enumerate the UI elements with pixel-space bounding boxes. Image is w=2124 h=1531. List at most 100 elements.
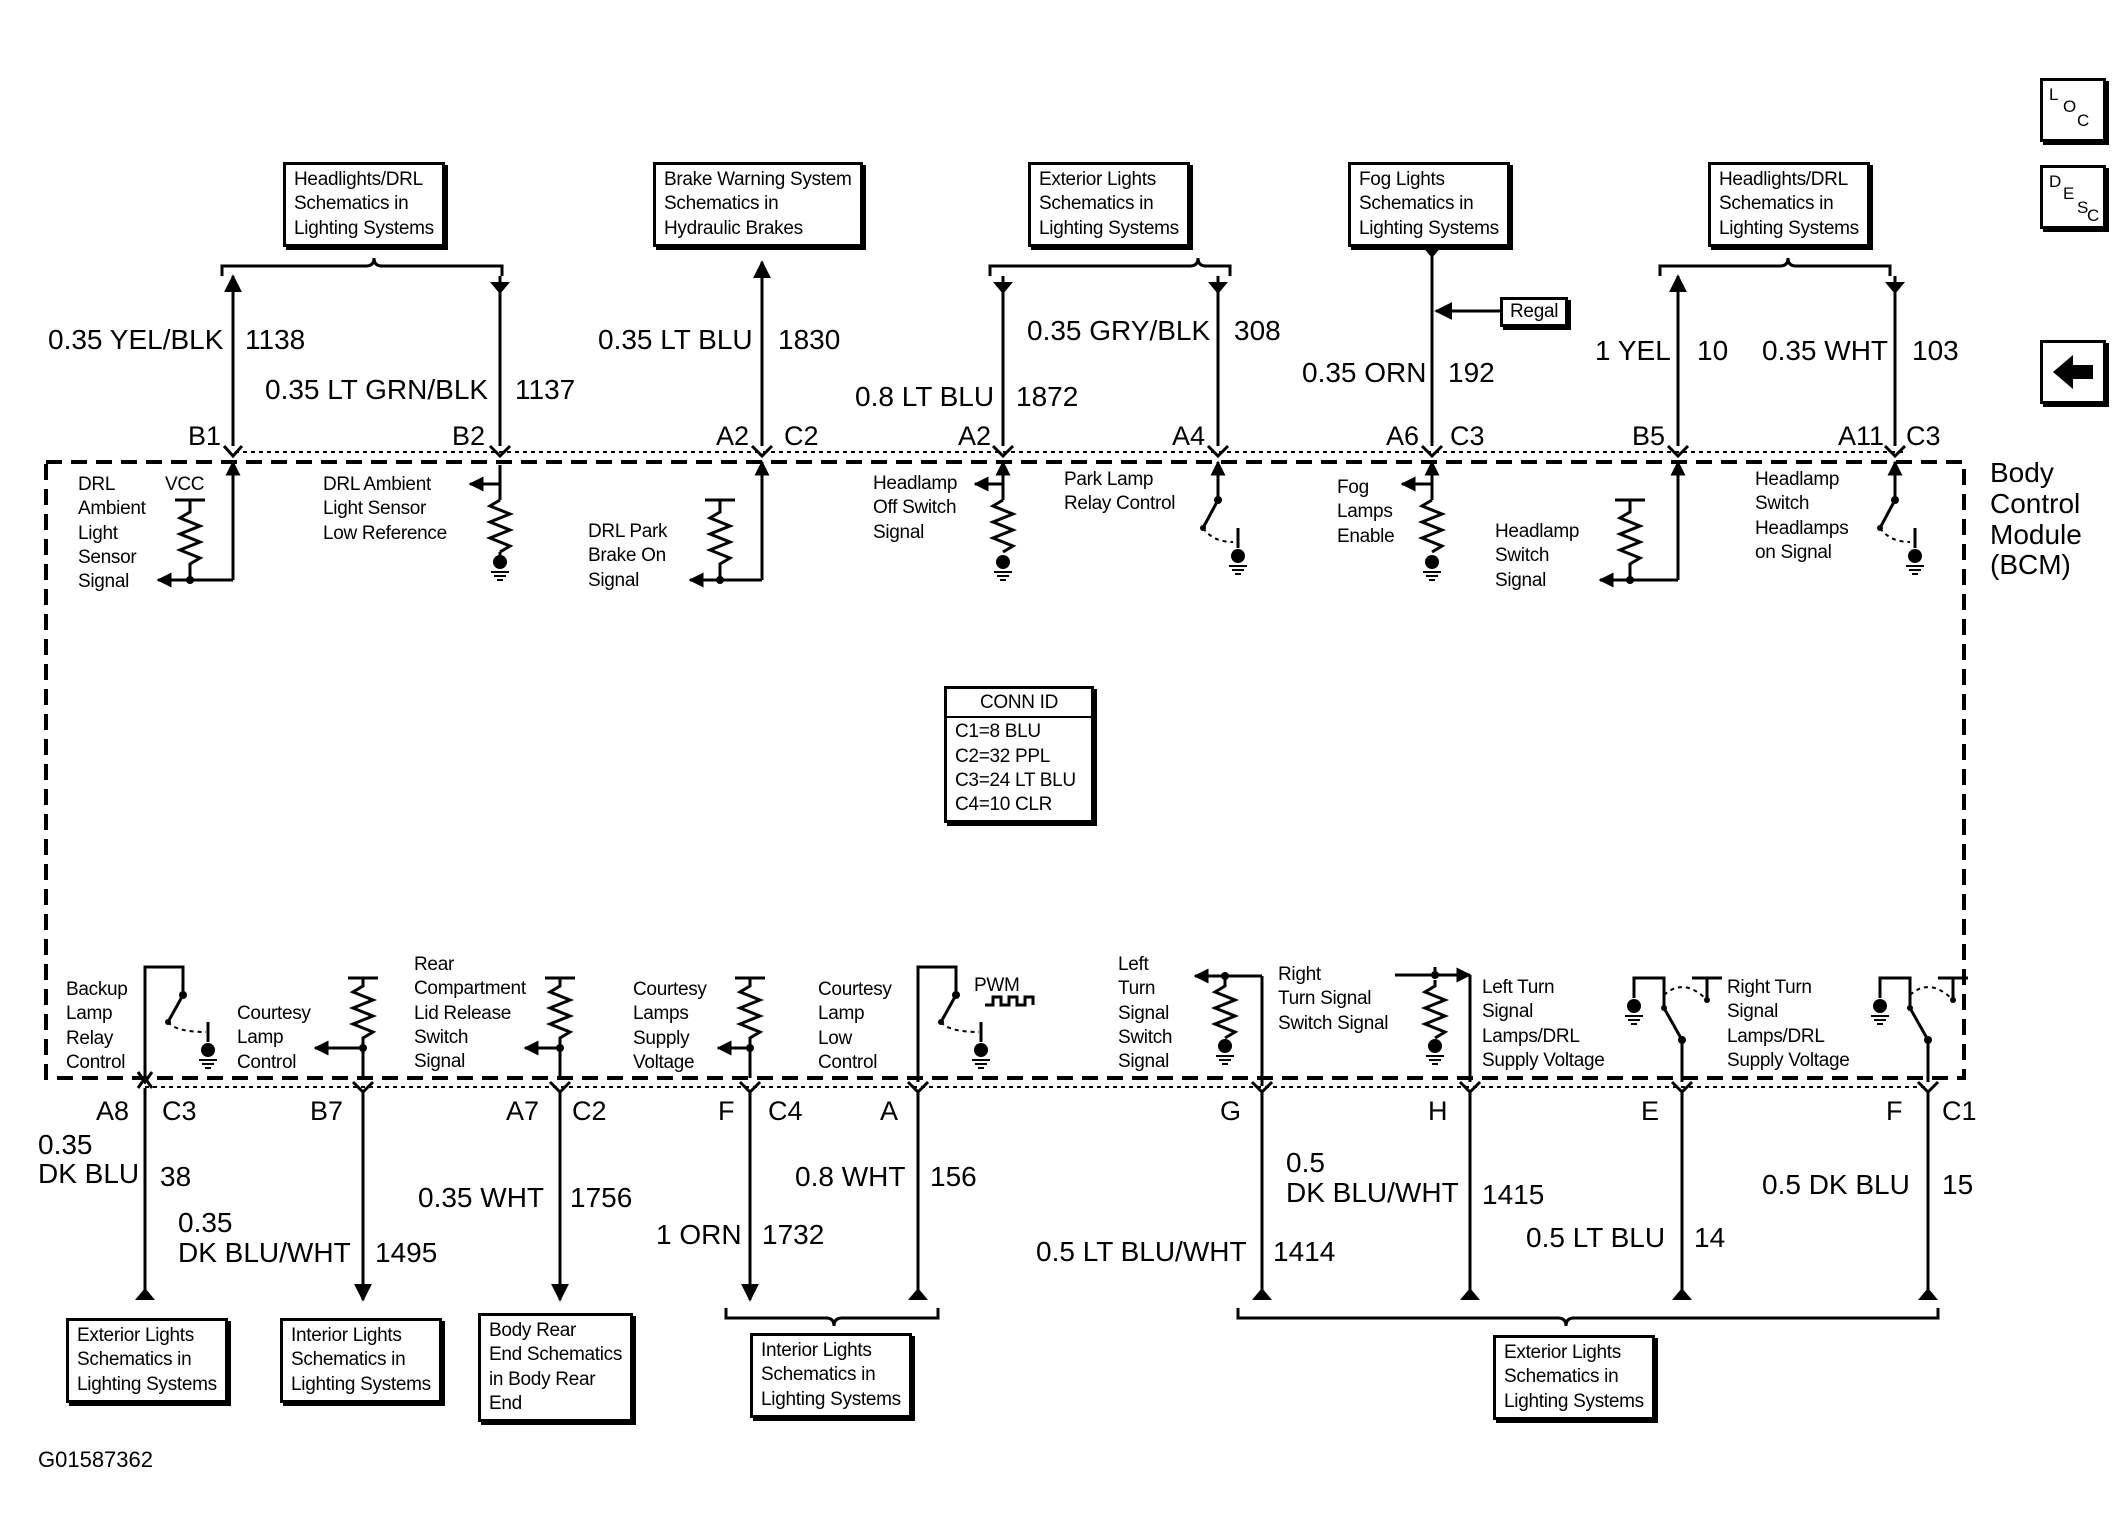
left-arrow-icon xyxy=(2053,355,2093,389)
conn-id-box: CONN ID C1=8 BLU C2=32 PPL C3=24 LT BLU … xyxy=(944,686,1094,823)
wire-label: 0.8 LT BLU xyxy=(855,381,995,412)
figure-id: G01587362 xyxy=(38,1447,153,1472)
desc-letter-e: E xyxy=(2063,184,2075,203)
wire-label: 0.5 LT BLU xyxy=(1526,1222,1666,1253)
pin-label: E xyxy=(1641,1096,1660,1126)
loc-letter-o: O xyxy=(2063,97,2077,116)
desc-letter-s: S xyxy=(2077,198,2089,217)
circuit-label-vcc: VCC xyxy=(165,474,205,495)
pin-label: C3 xyxy=(1906,421,1941,451)
wire-label: 0.35 WHT xyxy=(418,1182,545,1213)
wire-label: 0.35 GRY/BLK xyxy=(1027,315,1211,346)
wire-label: 0.8 WHT xyxy=(795,1161,906,1192)
wire-label: 0.5 LT BLU/WHT xyxy=(1036,1236,1247,1267)
pin-label: C2 xyxy=(784,421,819,451)
pin-label: H xyxy=(1428,1096,1448,1126)
wire-number: 192 xyxy=(1448,357,1495,388)
loc-letter-l: L xyxy=(2049,85,2059,104)
pin-label: A11 xyxy=(1838,421,1885,451)
wire-number: 1872 xyxy=(1016,381,1079,412)
wire-number: 1732 xyxy=(762,1219,825,1250)
pin-label: B1 xyxy=(188,421,222,451)
pin-label: A7 xyxy=(506,1096,540,1126)
wire-label: 0.35 ORN xyxy=(1302,357,1427,388)
pin-label: A2 xyxy=(958,421,992,451)
wire-number: 1414 xyxy=(1273,1236,1336,1267)
wire-number: 14 xyxy=(1694,1222,1726,1253)
wire-number: 1756 xyxy=(570,1182,633,1213)
pin-label: A8 xyxy=(96,1096,130,1126)
back-arrow-icon[interactable] xyxy=(2040,340,2106,404)
wire-label: 1 YEL xyxy=(1595,335,1671,366)
loc-icon[interactable]: L O C xyxy=(2040,78,2106,142)
pin-label: B5 xyxy=(1632,421,1666,451)
pin-label: C1 xyxy=(1942,1096,1977,1126)
wire-label: 1 ORN xyxy=(656,1219,742,1250)
wire-label: 0.35 WHT xyxy=(1762,335,1889,366)
conn-id-line: C4=10 CLR xyxy=(955,794,1053,816)
desc-letter-d: D xyxy=(2049,172,2062,191)
desc-icon[interactable]: D E S C xyxy=(2040,165,2106,229)
desc-letter-c: C xyxy=(2087,206,2100,225)
wire-label: 0.35 LT BLU xyxy=(598,324,753,355)
wire-number: 1415 xyxy=(1482,1179,1545,1210)
wire-number: 308 xyxy=(1234,315,1281,346)
pin-label: G xyxy=(1220,1096,1242,1126)
pin-label: A xyxy=(880,1096,899,1126)
pin-label: F xyxy=(1886,1096,1903,1126)
wire-number: 38 xyxy=(160,1161,192,1192)
wire-number: 1138 xyxy=(245,324,306,355)
pin-label: A4 xyxy=(1172,421,1206,451)
wire-number: 1137 xyxy=(515,374,576,405)
wire-number: 10 xyxy=(1697,335,1729,366)
pin-label: B7 xyxy=(310,1096,344,1126)
conn-id-title: CONN ID xyxy=(947,691,1091,719)
wire-label: 0.5 DK BLU xyxy=(1762,1169,1910,1200)
pin-label: C3 xyxy=(1450,421,1485,451)
conn-id-line: C3=24 LT BLU xyxy=(955,769,1076,791)
pwm-label: PWM xyxy=(974,975,1020,996)
wire-label: 0.35 LT GRN/BLK xyxy=(265,374,489,405)
wire-number: 1830 xyxy=(778,324,841,355)
wire-label: 0.35 YEL/BLK xyxy=(48,324,224,355)
pin-label: A6 xyxy=(1386,421,1420,451)
pin-label: C4 xyxy=(768,1096,803,1126)
regal-box: Regal xyxy=(1500,297,1569,328)
wire-number: 1495 xyxy=(375,1237,438,1268)
wire-number: 156 xyxy=(930,1161,977,1192)
wire-number: 103 xyxy=(1912,335,1959,366)
wire-number: 15 xyxy=(1942,1169,1974,1200)
pin-label: C2 xyxy=(572,1096,607,1126)
pin-label: C3 xyxy=(162,1096,197,1126)
conn-id-line: C1=8 BLU xyxy=(955,721,1041,743)
